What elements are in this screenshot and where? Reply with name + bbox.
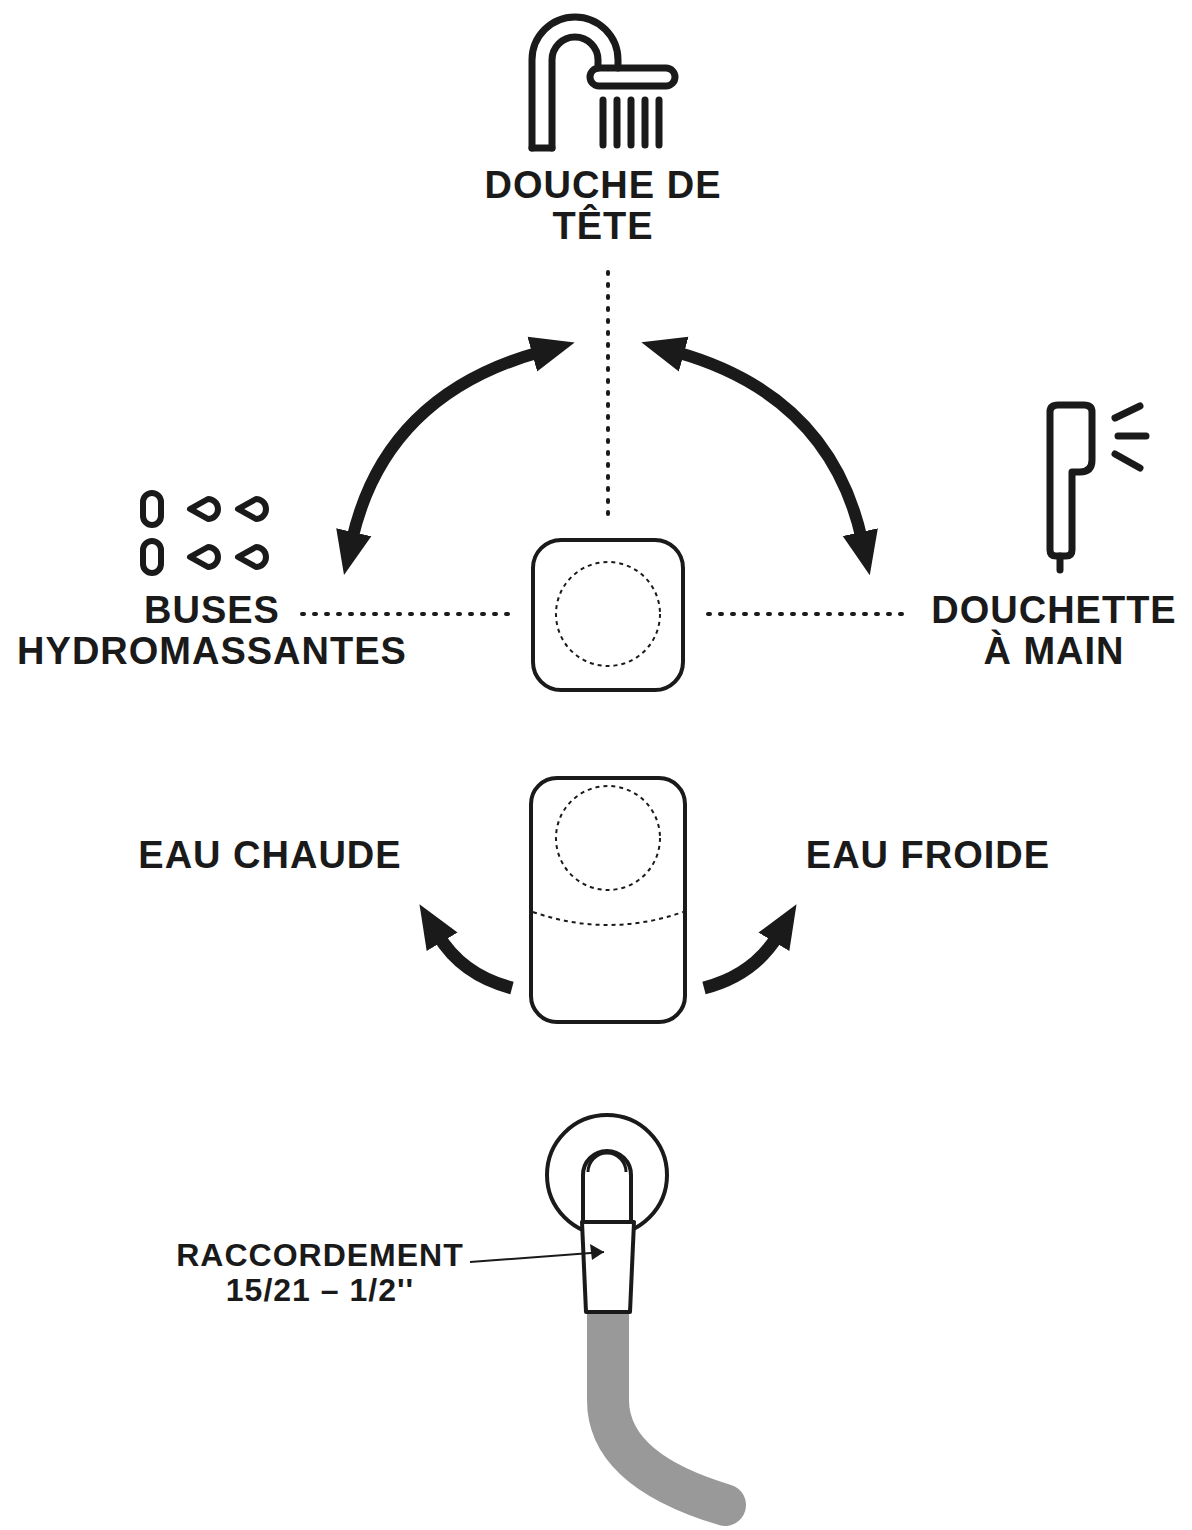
temperature-arrows bbox=[438, 935, 778, 988]
wall-connection bbox=[470, 1115, 725, 1505]
temperature-label: EAU FROIDE bbox=[778, 835, 1078, 876]
diverter-handle bbox=[533, 540, 683, 690]
massage-jets-icon bbox=[143, 493, 266, 573]
connection-label: RACCORDEMENT 15/21 – 1/2'' bbox=[172, 1238, 468, 1307]
mixer-handle bbox=[531, 778, 685, 1022]
selector-arrows bbox=[352, 352, 862, 540]
outlet-label: BUSES HYDROMASSANTES bbox=[12, 590, 412, 672]
hand-shower-icon bbox=[1050, 405, 1146, 570]
outlet-label: DOUCHE DE TÊTE bbox=[458, 165, 748, 247]
temperature-label: EAU CHAUDE bbox=[120, 835, 420, 876]
outlet-label: DOUCHETTE À MAIN bbox=[926, 590, 1182, 672]
head-shower-icon bbox=[532, 17, 675, 148]
